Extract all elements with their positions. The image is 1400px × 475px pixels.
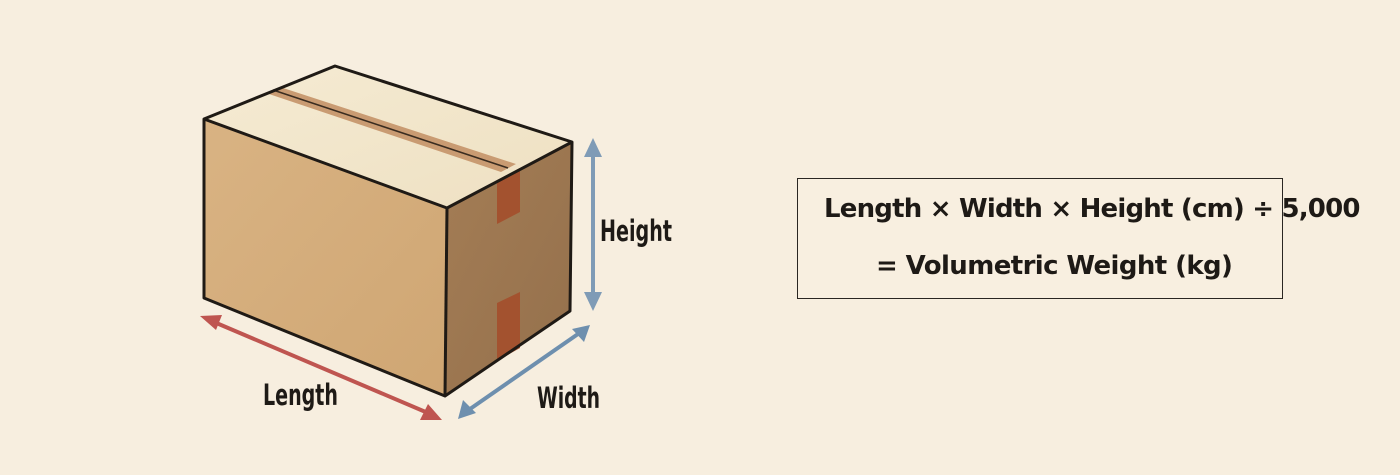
cardboard-box [202, 64, 574, 398]
formula-line-result: = Volumetric Weight (kg) [876, 251, 1233, 281]
formula-box: Length × Width × Height (cm) ÷ 5,000 = V… [797, 178, 1360, 299]
box-side-face [445, 142, 572, 396]
box-vertical-edge [443, 207, 449, 397]
width-label: Width [537, 381, 600, 415]
box-front-face [204, 119, 447, 396]
length-arrow [200, 315, 442, 420]
width-arrow [458, 325, 590, 419]
packing-tape-side-lower [497, 292, 520, 361]
height-label: Height [600, 214, 672, 248]
box-top-flap-seam [272, 89, 509, 169]
height-arrow [584, 138, 602, 311]
formula-line-calculation: Length × Width × Height (cm) ÷ 5,000 [824, 194, 1360, 224]
packing-tape-side-upper [497, 170, 520, 224]
box-outline [202, 64, 574, 398]
length-label: Length [263, 378, 338, 412]
